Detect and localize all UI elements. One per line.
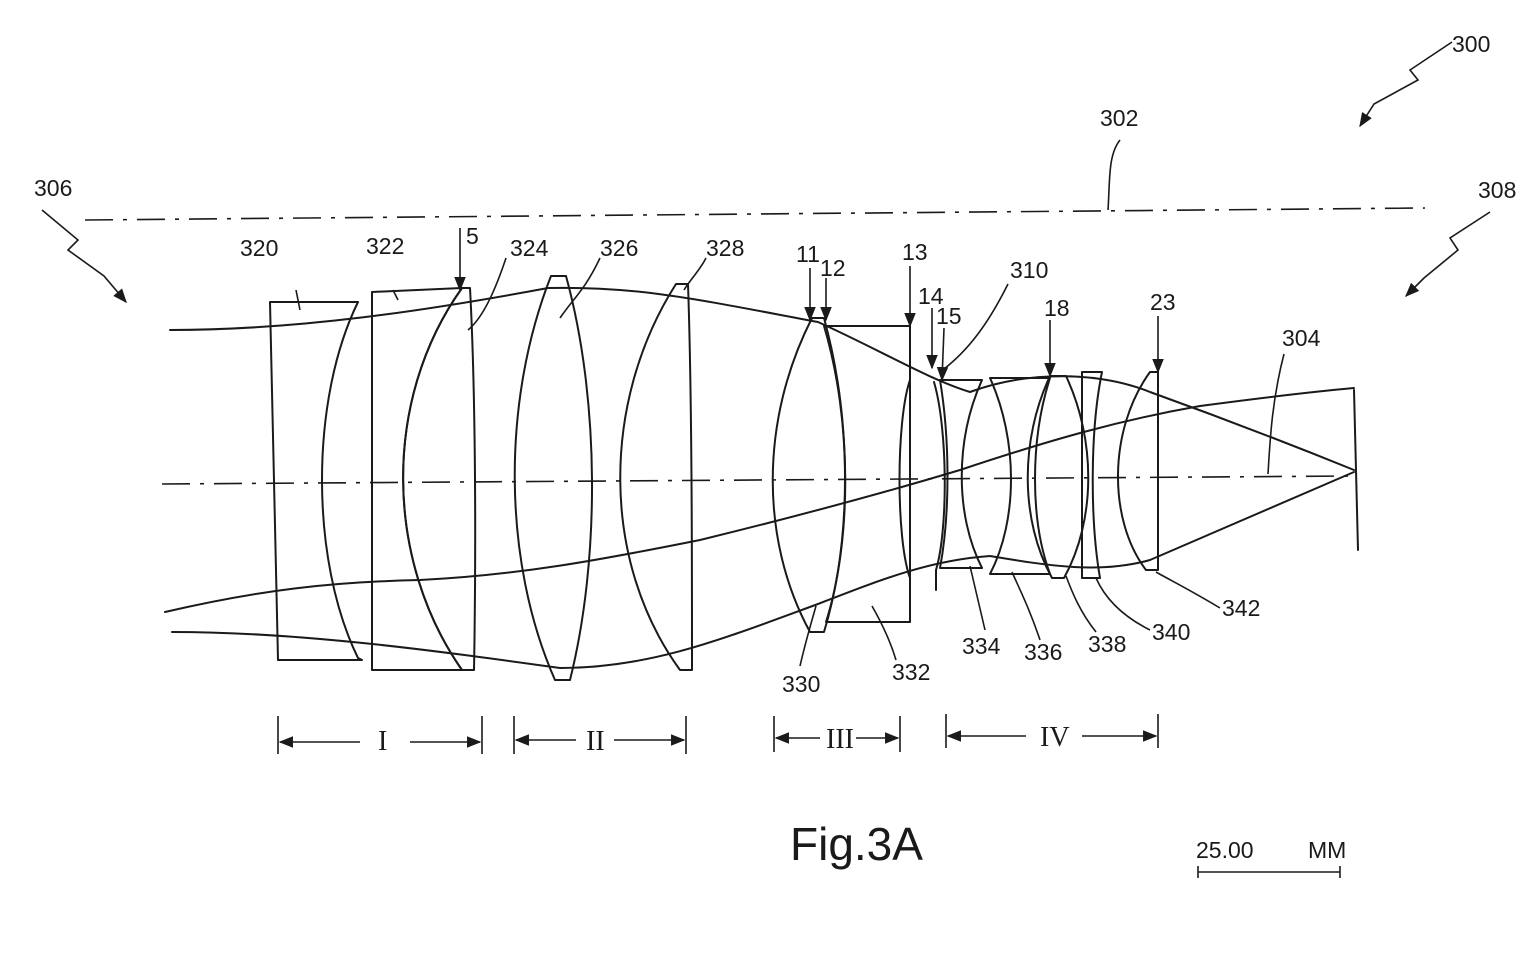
label-lens-320: 320 [240, 235, 278, 261]
group-III-dimension [773, 716, 901, 752]
label-surface-11: 11 [796, 241, 820, 267]
label-lens-342: 342 [1222, 595, 1260, 621]
label-lens-330: 330 [782, 671, 820, 697]
group-label-IV: IV [1040, 722, 1070, 753]
leader-336 [1011, 571, 1041, 641]
marginal-ray-upper [169, 286, 1355, 471]
scale-bar-unit: MM [1308, 837, 1346, 863]
lens-338 [1026, 375, 1090, 579]
label-surface-14: 14 [918, 283, 944, 309]
label-310: 310 [1010, 257, 1048, 283]
label-lens-334: 334 [962, 633, 1001, 659]
arrow-308 [1404, 211, 1491, 298]
leader-342 [1155, 571, 1221, 609]
lens-334 [939, 379, 983, 569]
label-308: 308 [1478, 177, 1516, 203]
lens-332 [823, 325, 911, 623]
scale-bar-value: 25.00 [1196, 837, 1254, 863]
label-304: 304 [1282, 325, 1321, 351]
surface-arrow-15 [936, 327, 949, 382]
label-lens-336: 336 [1024, 639, 1062, 665]
lens-322 [371, 287, 463, 671]
optical-axis [161, 475, 1355, 485]
group-II-dimension [513, 716, 687, 754]
lens-340 [1081, 371, 1103, 579]
leader-326 [559, 257, 601, 319]
leader-332 [871, 605, 897, 661]
lens-surface-14 [933, 381, 946, 591]
group-label-III: III [826, 724, 854, 755]
leader-340 [1095, 577, 1151, 631]
lens-328 [619, 283, 693, 671]
label-306: 306 [34, 175, 72, 201]
label-lens-332: 332 [892, 659, 930, 685]
marginal-ray-lower [171, 471, 1355, 669]
lens-326 [513, 275, 594, 681]
leader-320 [295, 289, 301, 311]
arrow-300 [1359, 41, 1453, 128]
reference-line-302 [84, 207, 1426, 221]
label-surface-5: 5 [466, 223, 479, 249]
label-surface-18: 18 [1044, 295, 1070, 321]
arrow-306 [41, 209, 127, 304]
leader-328 [683, 257, 707, 291]
leader-330 [799, 605, 817, 667]
leader-302 [1107, 139, 1121, 211]
label-lens-328: 328 [706, 235, 744, 261]
leader-304 [1267, 353, 1285, 475]
group-label-II: II [586, 726, 605, 757]
label-302: 302 [1100, 105, 1138, 131]
group-label-I: I [378, 726, 387, 757]
label-lens-324: 324 [510, 235, 549, 261]
label-surface-23: 23 [1150, 289, 1176, 315]
label-surface-12: 12 [820, 255, 846, 281]
label-lens-322: 322 [366, 233, 404, 259]
lens-320 [269, 301, 363, 661]
group-I-dimension [277, 716, 483, 754]
label-lens-326: 326 [600, 235, 638, 261]
lens-surface-13 [898, 379, 911, 579]
label-lens-340: 340 [1152, 619, 1190, 645]
leader-322 [392, 289, 399, 301]
label-surface-15: 15 [936, 303, 962, 329]
group-IV-dimension [945, 714, 1159, 748]
label-surface-13: 13 [902, 239, 928, 265]
leader-338 [1065, 575, 1097, 633]
lens-324 [402, 287, 477, 671]
label-300: 300 [1452, 31, 1490, 57]
leader-310 [939, 283, 1009, 373]
chief-ray [164, 387, 1355, 613]
leader-334 [969, 565, 986, 631]
label-lens-338: 338 [1088, 631, 1126, 657]
leader-324 [467, 257, 507, 331]
lens-336 [989, 377, 1051, 575]
image-plane [1353, 389, 1359, 551]
figure-caption: Fig.3A [790, 818, 923, 870]
lens-342 [1117, 371, 1159, 571]
